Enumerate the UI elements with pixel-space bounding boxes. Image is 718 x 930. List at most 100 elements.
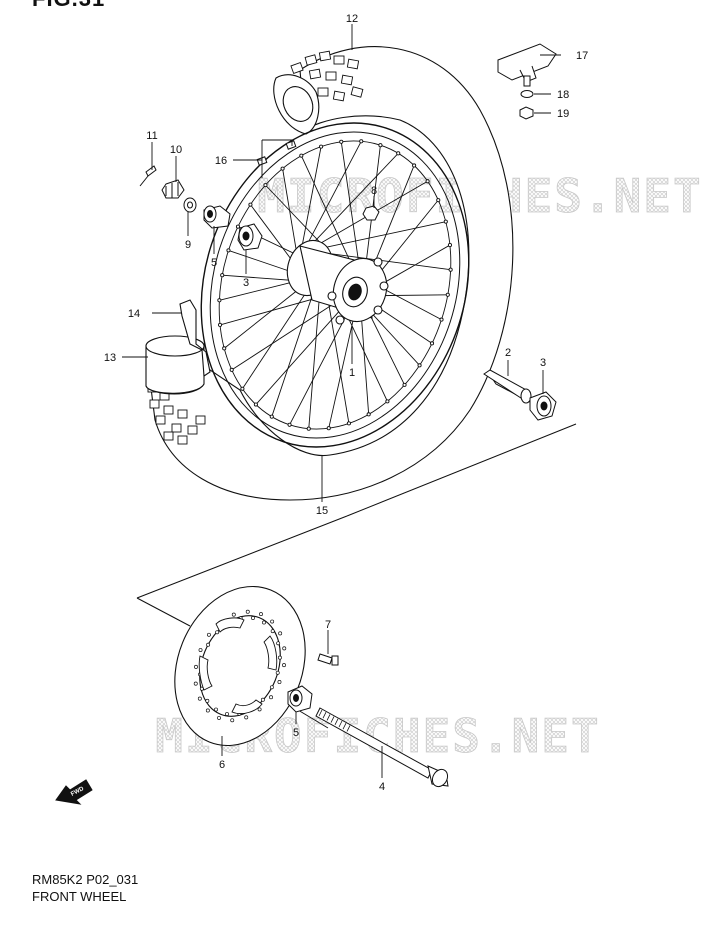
callout-lines [122, 24, 561, 778]
callout-3-right: 3 [540, 357, 546, 369]
spoke [289, 305, 352, 426]
disc-hole [205, 708, 210, 713]
disc-hole [230, 718, 235, 723]
spoke [317, 221, 446, 250]
washer-9 [183, 197, 197, 213]
spoke-nipple [306, 426, 311, 431]
spoke-nipple [448, 267, 453, 272]
spoke-nipple [417, 363, 422, 368]
spoke-nipple [240, 386, 245, 391]
callout-9: 9 [185, 239, 191, 251]
callout-13: 13 [104, 352, 116, 364]
disc-hole [225, 712, 229, 716]
spoke-nipple [299, 153, 304, 158]
spoke-nipple [385, 399, 390, 404]
spoke-nipple [220, 273, 225, 278]
disc-hole [270, 619, 275, 624]
callout-7: 7 [325, 619, 331, 631]
callout-5-upper: 5 [211, 257, 217, 269]
spoke-nipple [429, 341, 435, 346]
spoke [231, 296, 346, 371]
disc-hole [244, 715, 249, 720]
bearing-3-right [529, 391, 557, 421]
castle-nut-10 [161, 179, 185, 199]
spoke-nipple [235, 224, 241, 229]
spoke-nipple [378, 143, 383, 148]
disc-hole [205, 698, 210, 703]
figure-title: FIG.31 [32, 0, 105, 12]
disc-hole [251, 616, 255, 620]
spoke-nipple [366, 412, 371, 417]
brake-disc-6 [174, 585, 306, 747]
spoke-nipple [346, 421, 351, 426]
spoke-nipple [253, 402, 258, 407]
spokes [217, 139, 453, 431]
spoke-nipple [217, 298, 222, 303]
disc-hole [215, 630, 220, 635]
spoke [255, 301, 348, 405]
spoke-nipple [263, 183, 268, 188]
spoke-nipple [425, 179, 430, 184]
axle-thread-mark [334, 718, 339, 725]
spoke [328, 307, 357, 429]
spoke [364, 305, 405, 386]
spoke [302, 141, 362, 253]
spoke-nipple [287, 422, 292, 427]
disc-hole [193, 681, 198, 686]
disc-hole [245, 609, 250, 614]
diagram-code: RM85K2 P02_031 [32, 872, 139, 887]
spoke-nipple [326, 426, 331, 431]
disc-hole [282, 663, 286, 668]
axle-thread-mark [322, 712, 327, 719]
disc-hole [214, 707, 218, 712]
axle-thread-mark [318, 709, 323, 717]
callout-8: 8 [371, 185, 377, 197]
disc-hole [207, 632, 211, 637]
spacer-5-lower [287, 685, 313, 713]
axle-thread-mark [346, 725, 351, 732]
callout-19: 19 [557, 108, 569, 120]
axle-thread-mark [338, 720, 343, 728]
disc-hole [277, 655, 282, 660]
cotter-pin-11 [139, 165, 157, 187]
disc-hole [259, 612, 263, 617]
spoke-nipple [319, 144, 324, 149]
callout-11: 11 [146, 130, 157, 142]
washer-18 [520, 90, 534, 98]
callout-6: 6 [219, 759, 225, 771]
spoke-nipple [439, 317, 444, 322]
disc-hole [278, 631, 283, 636]
spoke-nipple [217, 322, 223, 327]
spoke [360, 307, 370, 415]
callout-16: 16 [215, 155, 227, 167]
disc-hole [231, 612, 236, 617]
spoke-nipple [412, 163, 417, 168]
disc-hole [206, 642, 211, 647]
spoke-nipple [226, 248, 231, 253]
spoke-nipple [445, 292, 450, 297]
spoke-nipple [280, 166, 285, 171]
nut-19 [519, 106, 534, 120]
rim-lock-17 [497, 43, 557, 87]
spoke-nipple [339, 139, 344, 144]
spoke-nipple [359, 139, 364, 144]
diagram-name: FRONT WHEEL [32, 889, 127, 904]
spoke-nipple [222, 346, 227, 351]
disc-hole [277, 679, 282, 684]
axle-thread-mark [326, 714, 331, 721]
spoke-nipple [269, 414, 274, 419]
collar-2 [483, 369, 532, 404]
spoke [321, 252, 451, 271]
axle-4 [315, 707, 449, 788]
callout-4: 4 [379, 781, 385, 793]
callout-18: 18 [557, 89, 569, 101]
disc-hole [198, 648, 203, 653]
spoke-nipple [443, 219, 448, 224]
disc-hole [282, 646, 287, 651]
fwd-arrow: FWD [55, 779, 93, 805]
disc-hole [262, 620, 266, 625]
callout-17: 17 [576, 50, 588, 62]
axle-thread-mark [330, 716, 335, 723]
spoke-nipple [396, 151, 401, 156]
